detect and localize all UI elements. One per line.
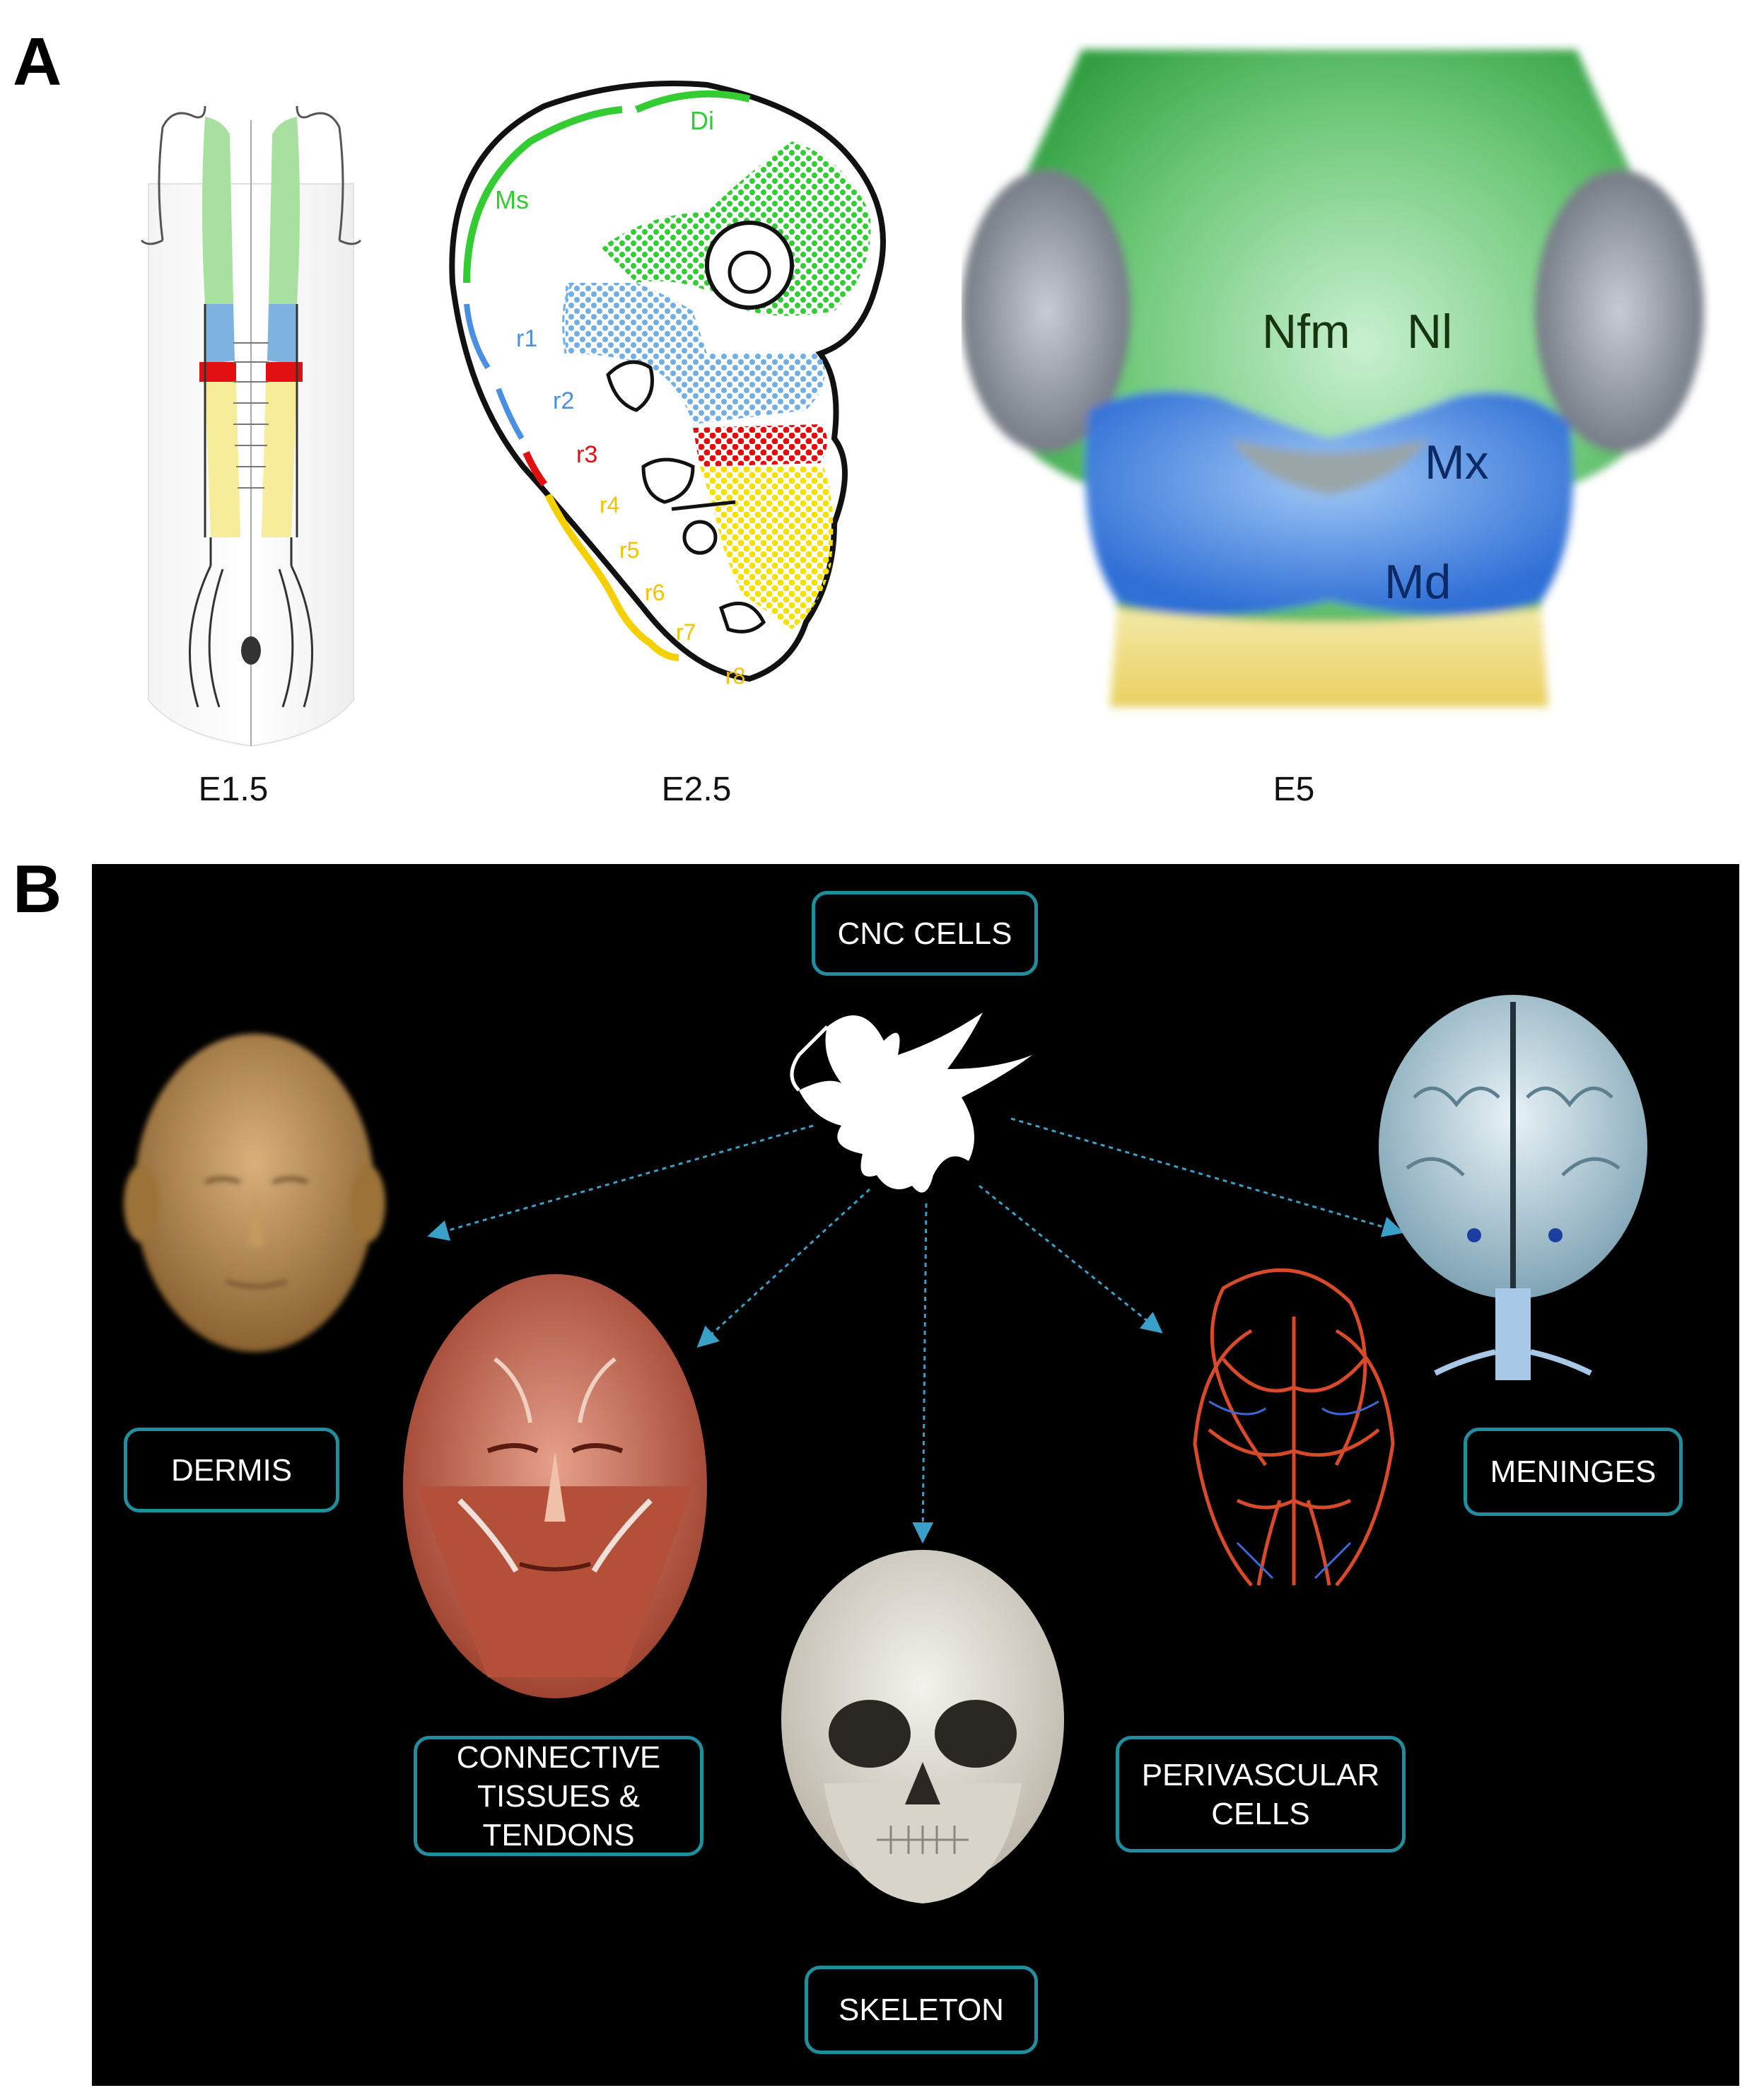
arrow-to-meninges	[1010, 1117, 1404, 1237]
connective-tissue-head-image	[403, 1274, 707, 1698]
cnc-cells-box: CNC CELLS	[812, 891, 1038, 976]
perivascular-vessels-image	[1193, 1268, 1395, 1587]
label-r2: r2	[553, 387, 575, 414]
e2-5-embryo-diagram	[449, 81, 886, 682]
panel-b-background: CNC CELLS DERMIS CONNECTIVE TISSUES & TE…	[92, 864, 1739, 2086]
label-di: Di	[690, 106, 714, 135]
e1-5-embryo-diagram	[140, 105, 362, 747]
connective-label-line1: CONNECTIVE	[456, 1739, 661, 1775]
arrow-to-skeleton	[912, 1203, 934, 1544]
e5-embryo-head-image	[962, 49, 1704, 707]
meninges-brain-image	[1379, 995, 1647, 1380]
skeleton-skull-image	[781, 1550, 1064, 1903]
panel-a-letter: A	[13, 24, 62, 100]
stage-label-e5: E5	[1273, 771, 1315, 808]
label-nfm: Nfm	[1262, 305, 1350, 358]
label-r5: r5	[619, 537, 640, 563]
cnc-cell-icon	[799, 1013, 1032, 1193]
connective-tissues-box: CONNECTIVE TISSUES & TENDONS	[414, 1736, 703, 1856]
label-r1: r1	[516, 325, 538, 352]
perivascular-cells-box: PERIVASCULAR CELLS	[1116, 1736, 1406, 1853]
label-md: Md	[1384, 555, 1452, 609]
skeleton-label: SKELETON	[839, 1993, 1004, 2027]
meninges-box: MENINGES	[1464, 1428, 1683, 1516]
perivascular-label-line2: CELLS	[1211, 1796, 1310, 1831]
label-r6: r6	[645, 580, 665, 605]
skeleton-box: SKELETON	[805, 1966, 1038, 2054]
connective-label-line2: TISSUES &	[477, 1778, 640, 1814]
label-r3: r3	[576, 441, 598, 468]
dermis-label: DERMIS	[170, 1452, 293, 1488]
label-nl: Nl	[1407, 305, 1453, 358]
arrow-to-perivascular	[979, 1184, 1163, 1334]
dermis-box: DERMIS	[124, 1428, 339, 1512]
label-r7: r7	[676, 619, 696, 645]
arrow-to-dermis	[427, 1124, 814, 1241]
panel-b-letter: B	[13, 851, 62, 927]
stage-label-e2-5: E2.5	[661, 771, 732, 808]
dermis-head-image	[124, 1034, 385, 1352]
cnc-cells-label: CNC CELLS	[837, 916, 1012, 951]
stage-label-e1-5: E1.5	[198, 771, 269, 808]
label-r4: r4	[600, 492, 620, 518]
connective-label-line3: TENDONS	[482, 1817, 635, 1853]
perivascular-label-line1: PERIVASCULAR	[1141, 1757, 1380, 1792]
meninges-label: MENINGES	[1490, 1454, 1657, 1489]
label-mx: Mx	[1425, 436, 1489, 489]
label-r8: r8	[725, 663, 746, 689]
arrow-to-connective	[696, 1188, 871, 1348]
panel-b-artwork	[124, 995, 1647, 1903]
label-ms: Ms	[495, 185, 529, 214]
